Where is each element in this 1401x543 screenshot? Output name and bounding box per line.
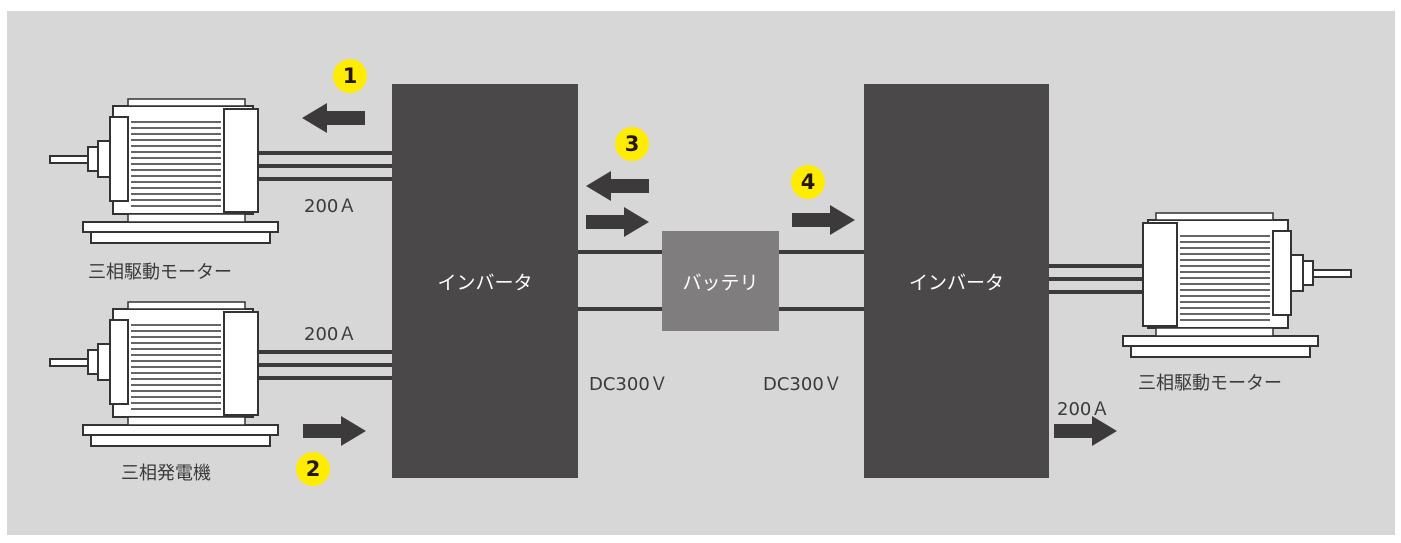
arrow-3-left [586, 171, 649, 201]
inverter-left-label: インバータ [437, 271, 533, 294]
current-label-1: 200Ａ [304, 196, 357, 217]
generator-label: 三相発電機 [121, 463, 211, 484]
motor-drive-left [49, 93, 279, 244]
cable-generator [258, 350, 392, 380]
step-badge-3: 3 [615, 127, 649, 161]
current-label-3: 200Ａ [1057, 399, 1110, 420]
inverter-left: インバータ [392, 84, 578, 478]
voltage-label-right: DC300Ｖ [763, 374, 842, 395]
arrow-2-right [303, 416, 366, 446]
inverter-right-label: インバータ [908, 271, 1004, 294]
step-badge-4: 4 [791, 165, 825, 199]
dc-lines [578, 250, 864, 311]
motor-left-label: 三相駆動モーター [88, 262, 232, 283]
cable-motor-2 [1049, 264, 1143, 294]
voltage-label-left: DC300Ｖ [589, 374, 668, 395]
arrow-1-left [302, 103, 365, 133]
battery-label: バッテリ [682, 271, 759, 294]
arrow-4-right [792, 205, 855, 235]
inverter-right: インバータ [864, 84, 1049, 478]
battery: バッテリ [662, 231, 779, 331]
generator [49, 296, 279, 447]
motor-drive-right [1122, 207, 1352, 358]
cable-motor-1 [258, 151, 392, 181]
step-badge-2: 2 [296, 452, 330, 486]
current-label-2: 200Ａ [304, 324, 357, 345]
step-badge-1: 1 [333, 59, 367, 93]
motor-right-label: 三相駆動モーター [1138, 373, 1282, 394]
arrow-3-right [586, 207, 649, 237]
